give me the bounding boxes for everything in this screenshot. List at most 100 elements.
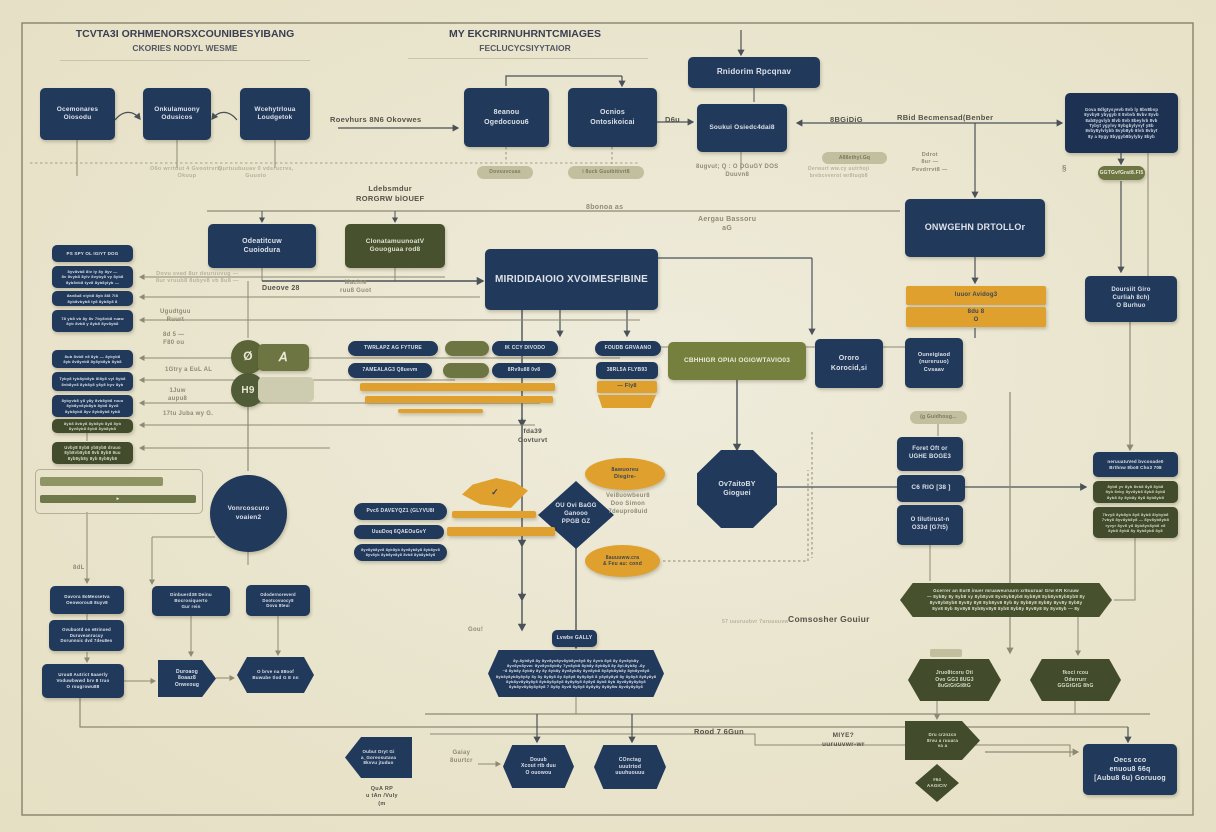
text-line: Roevhurs 8N6 Okovwes xyxy=(330,115,422,124)
text-line: 8yb8 yv 8yb 8vb8 8y8 8yb8 xyxy=(1107,484,1164,490)
text-line: 8yb 8vby 8yv8yb8 8yb8 8yb8 xyxy=(1105,489,1166,495)
text-line: 8yb8yv8y8y8y8 8yb8y8y8y8 8y8y8y8 8y8y8 8… xyxy=(506,678,646,684)
text-line: 8eanou xyxy=(493,109,520,117)
text-line: 8yb8vbyb8 ty8 8yb8y8 8 xyxy=(67,298,118,304)
text-line: Derwurt ww.cy uutrhoji xyxy=(808,166,870,172)
text-line: Oeoworou8 8uyv8 xyxy=(66,600,108,605)
text-line: 7deupro8uid xyxy=(608,509,648,516)
text-line: 𝘈 xyxy=(279,349,288,364)
text-line: MIYE? xyxy=(832,732,855,739)
text-line: 8auuuww.cra xyxy=(605,554,640,561)
bar-orange-5 xyxy=(452,511,536,518)
text-line: 7vby8 8yv8yb8y8 — 8yv8yb8yb8 xyxy=(1101,517,1170,523)
text-line: 1Gtry a EuL AL xyxy=(165,367,213,373)
pill-uuudoq: UuuDoq 6QAEOuGvY xyxy=(354,525,444,539)
text-line: OU Ovi BaGG xyxy=(555,503,597,510)
text-line: [Aubu8 6u) Goruuog xyxy=(1094,775,1166,783)
text-line: Gova 8dlgtysyevb 8vb ly 8bv8bvp xyxy=(1084,106,1159,112)
text-line: Oecs cco xyxy=(1113,756,1147,764)
text-line: Dootcovuocy8 xyxy=(262,597,294,603)
text-line: Oderrurr xyxy=(1064,676,1087,683)
box-38rl5a: 38RL5A FLYB93 xyxy=(596,362,658,379)
title-center-rule xyxy=(408,58,648,59)
text-line: Guusto xyxy=(245,173,267,180)
pill-sage-small xyxy=(930,649,962,657)
pill-olive-a xyxy=(445,341,489,356)
text-line: 8ab8ygvlyb 8lvb 8vb 8beylvb 8vb xyxy=(1085,117,1158,123)
text-line: Pevdrrvt8 — xyxy=(912,166,948,173)
text-line: O6o wrrtuut 4 Gvootrvrty, xyxy=(150,166,225,172)
connector-line xyxy=(79,698,1128,728)
text-line: 8BGiDiG xyxy=(830,115,863,124)
text-line: 8yv8 8yb 8yv8y8 8yb8yv8y8 8yb8 8yb8y 8yv… xyxy=(932,605,1080,611)
text-line: Duuvn8 xyxy=(725,172,750,179)
text-line: — 8yb8y 8y 8yb8 vy 8yb8yv8 8yv8yb8yb8 8y… xyxy=(927,594,1085,600)
text-line: Aergau Bassoru xyxy=(698,216,757,223)
text-line: 8yv8yb 8yb8yv8y8 8vb8 8yb8yb8y8 xyxy=(365,552,436,557)
text-line: Vei8uowbeur8 xyxy=(606,493,650,499)
text-line: Foret Oft or xyxy=(912,446,948,453)
text-line: (nureruuo) xyxy=(919,359,949,366)
text-line: 78 yb8 vb 8y 8v 7by8vb8 ruaw xyxy=(61,315,124,321)
box-mirididaioio: MIRIDIDAIOIO XVOIMESFIBINE xyxy=(485,249,658,310)
label-roevhurs: Roevhurs 8N6 Okovwes xyxy=(330,115,421,125)
title-left-rule xyxy=(60,60,310,61)
text-line: ryvyr 8yv8 y8 8yb8yv8yb8 v8 xyxy=(1105,522,1166,528)
text-line: 8yb8y8yb8y8y8y 8y 8y 8y8y8 8y 8y8y8 8y8y… xyxy=(495,673,657,679)
text-line: (m xyxy=(378,800,386,807)
label-d6u: D6u xyxy=(665,115,680,125)
text-line: CBHHIGR OPIAI OGIGWTAVIO03 xyxy=(683,356,791,364)
text-line: O Burhuo xyxy=(1116,302,1146,309)
pill-olive-b xyxy=(443,363,489,378)
text-line: PPGB GZ xyxy=(561,518,591,525)
text-line: 8yvby8 ybygyb 8 8vbvb 8vbv 8yvb xyxy=(1084,112,1159,118)
text-line: Ourtuubuuav 0 vdsrucrvs, xyxy=(218,166,294,172)
text-line: IK CCY DIVODO xyxy=(504,345,546,352)
text-line: Ododernoreverd xyxy=(260,592,296,598)
text-line: Diegire- xyxy=(613,474,637,480)
text-line: Ovo GG3 8UG3 xyxy=(935,676,974,683)
box-c6riol38: C6 RIO [38 ] xyxy=(897,475,965,502)
text-line: 8yb8yb8 8yv 8yb8yb8 tyb8 xyxy=(64,408,121,414)
text-line: Ø xyxy=(243,349,253,364)
text-line: Dorunnoic dvd 7deu8eo xyxy=(60,638,113,644)
text-line: Onkulamuony xyxy=(154,105,200,113)
text-line: 8vby8ylvlybb 8vyb8yb 8lvb 8vbyt xyxy=(1085,128,1158,134)
text-line: QuA RP xyxy=(370,786,394,792)
text-line: 7bvy8 8yb8yb 8y8 8yb8 8lybyb8 xyxy=(1102,512,1169,518)
text-line: 8rvu a ruuara xyxy=(926,737,959,743)
text-line: O tilutirust-n xyxy=(910,517,950,524)
text-line: uuruuvwr-wr xyxy=(822,740,865,748)
label-dueove: Dueove 28 xyxy=(262,284,300,293)
ellipse-8auuuww: 8auuuww.cra& Feu au: cond xyxy=(585,545,660,577)
text-line: ruu8 Guot xyxy=(340,288,372,295)
text-line: 38RL5A FLYB93 xyxy=(606,367,648,374)
text-line: PS SPY OL IGIYT DOG xyxy=(66,250,119,256)
text-line: UuuDoq 6QAEOuGvY xyxy=(371,528,427,535)
text-line: Okuup xyxy=(177,173,197,180)
bar-orange-3 xyxy=(398,409,483,413)
text-line: 8v 8vyb8 8ylv 8vyby8 vy 8yb8 xyxy=(61,274,124,280)
title-center-line1: MY EKCRIRNUHRNTCMIAGES xyxy=(448,28,602,40)
connector-line xyxy=(1114,538,1136,601)
box-cbhhigr: CBHHIGR OPIAI OGIGWTAVIO03 xyxy=(668,342,806,380)
bar-iuuor: Iuuor Avidog3 xyxy=(906,286,1046,305)
text-line: Ovubuotd oo e8rinoed xyxy=(62,627,111,633)
